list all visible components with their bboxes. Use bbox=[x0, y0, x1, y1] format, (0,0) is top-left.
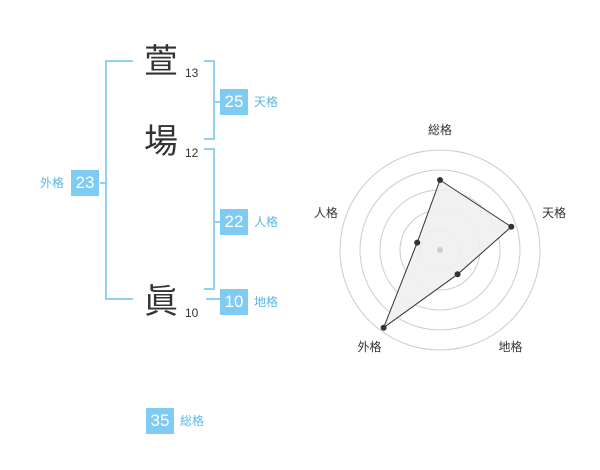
tenkaku-label: 天格 bbox=[254, 95, 279, 109]
radar-data-polygon bbox=[382, 179, 513, 330]
radar-axis-label-4: 外格 bbox=[357, 339, 381, 354]
name-char-3: 眞 bbox=[144, 282, 178, 322]
soukaku-value: 35 bbox=[146, 408, 174, 434]
jinkaku-label: 人格 bbox=[254, 215, 279, 229]
stroke-count-1: 13 bbox=[185, 66, 199, 80]
radar-center-point bbox=[437, 247, 443, 253]
stroke-count-3: 10 bbox=[185, 306, 199, 320]
jinkaku-connector bbox=[215, 221, 220, 223]
chikaku-label: 地格 bbox=[254, 295, 279, 309]
name-char-1: 萱 bbox=[144, 42, 178, 82]
gaikaku-bracket bbox=[105, 60, 133, 300]
chikaku-value: 10 bbox=[220, 289, 248, 315]
radar-ring-5 bbox=[339, 149, 541, 351]
tenkaku-value: 25 bbox=[220, 89, 248, 115]
jinkaku-value: 22 bbox=[220, 209, 248, 235]
chikaku-connector bbox=[206, 298, 220, 300]
soukaku-label: 総格 bbox=[180, 414, 205, 428]
tenkaku-bracket bbox=[204, 60, 215, 140]
radar-ring-4 bbox=[359, 169, 521, 331]
gaikaku-value: 23 bbox=[71, 170, 99, 196]
tenkaku-connector bbox=[215, 101, 220, 103]
radar-point-1 bbox=[437, 177, 443, 183]
gaikaku-label: 外格 bbox=[40, 176, 65, 190]
gaikaku-connector bbox=[100, 182, 105, 184]
radar-point-5 bbox=[414, 239, 421, 246]
radar-point-3 bbox=[454, 271, 461, 278]
radar-axis-label-3: 地格 bbox=[498, 339, 522, 354]
radar-axis-label-1: 総格 bbox=[428, 122, 452, 137]
radar-axis-label-2: 天格 bbox=[542, 205, 566, 220]
radar-axis-label-5: 人格 bbox=[314, 205, 338, 220]
name-char-2: 場 bbox=[144, 122, 178, 162]
radar-point-4 bbox=[380, 324, 387, 331]
jinkaku-bracket bbox=[204, 148, 215, 290]
stroke-count-2: 12 bbox=[185, 146, 199, 160]
radar-point-2 bbox=[508, 223, 515, 230]
